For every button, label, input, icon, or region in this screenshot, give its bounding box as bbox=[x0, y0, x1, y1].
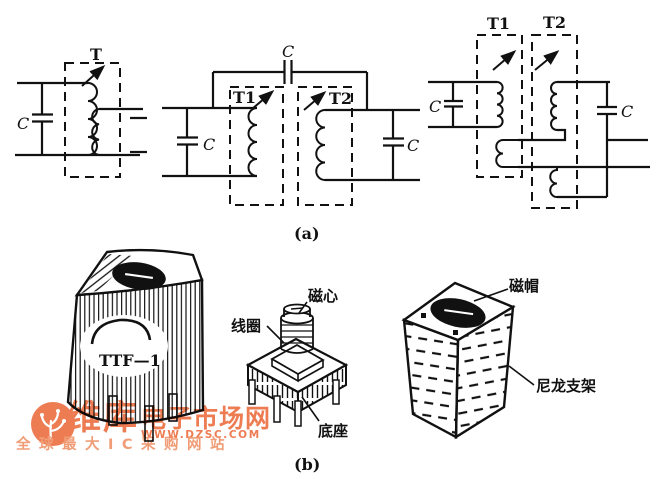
circuit-cap-coupled bbox=[130, 60, 420, 206]
secondary-winding bbox=[91, 108, 100, 156]
capacitor-label: C bbox=[429, 97, 441, 116]
circuit-inductive-coupled bbox=[428, 34, 650, 209]
leader-base bbox=[301, 396, 320, 422]
tuning-slot bbox=[112, 262, 166, 290]
can-top-shading bbox=[80, 254, 134, 293]
capacitor-symbol bbox=[444, 82, 463, 127]
capacitor-label: C bbox=[621, 102, 633, 121]
tuning-arrow bbox=[81, 64, 106, 87]
capacitor-label: C bbox=[407, 136, 419, 155]
link-wire bbox=[518, 128, 567, 142]
drawing-nylon-bracket bbox=[401, 281, 535, 440]
transformer-label: T bbox=[90, 45, 102, 64]
t1-primary-winding bbox=[496, 81, 504, 128]
capacitor-symbol bbox=[383, 110, 404, 180]
t1-tuning-arrow bbox=[492, 50, 517, 71]
cap-tab bbox=[453, 330, 458, 335]
circuit-single-tuned bbox=[15, 62, 143, 178]
part-b-caption: (b) bbox=[294, 455, 320, 474]
base-platform-skirt bbox=[271, 359, 324, 383]
leader-bracket bbox=[508, 365, 535, 386]
leader-coil bbox=[266, 325, 285, 344]
t1-secondary-winding bbox=[495, 139, 518, 168]
base-label: 底座 bbox=[318, 422, 348, 440]
capacitor-symbol bbox=[32, 83, 53, 155]
base-legs bbox=[248, 379, 340, 427]
capacitor-label: C bbox=[17, 114, 29, 133]
t2-primary-winding bbox=[550, 81, 558, 131]
leader-cap bbox=[473, 288, 509, 302]
can-marking: TTF—1 bbox=[99, 351, 161, 370]
capacitor-symbol bbox=[177, 108, 198, 176]
t1-winding bbox=[247, 107, 258, 177]
cap-tab bbox=[421, 313, 426, 318]
t2-tuning-arrow bbox=[534, 50, 560, 71]
t1-dashed-box bbox=[476, 34, 523, 178]
core-label: 磁心 bbox=[308, 287, 338, 305]
t1-label: T1 bbox=[487, 14, 510, 33]
capacitor-label: C bbox=[203, 135, 215, 154]
t2-secondary-winding bbox=[549, 167, 558, 198]
t2-label: T2 bbox=[543, 13, 566, 32]
magnetic-cap-slot bbox=[430, 298, 486, 328]
t2-dashed-box bbox=[531, 34, 578, 209]
capacitor-symbol bbox=[597, 82, 617, 197]
t2-label: T2 bbox=[329, 89, 352, 108]
bracket-label: 尼龙支架 bbox=[536, 377, 596, 395]
t1-tuning-arrow bbox=[251, 90, 275, 110]
t2-tuning-arrow bbox=[303, 91, 327, 111]
shield-dashed-box bbox=[64, 62, 121, 178]
t2-winding bbox=[315, 109, 326, 181]
coupling-cap-label: C bbox=[282, 42, 294, 61]
input-stubs bbox=[130, 116, 147, 154]
coupling-capacitor bbox=[211, 60, 369, 110]
magnetic-cap-label: 磁帽 bbox=[509, 277, 539, 295]
t1-label: T1 bbox=[233, 88, 256, 107]
part-a-caption: (a) bbox=[294, 224, 320, 243]
t2-dashed-box bbox=[297, 86, 353, 206]
coil-label: 线圈 bbox=[231, 317, 261, 335]
drawing-metal-can bbox=[66, 248, 205, 442]
can-arc-detail bbox=[90, 318, 152, 345]
drawing-base-coil bbox=[245, 301, 349, 427]
t1-dashed-box bbox=[229, 86, 284, 206]
leader-core bbox=[298, 301, 308, 314]
